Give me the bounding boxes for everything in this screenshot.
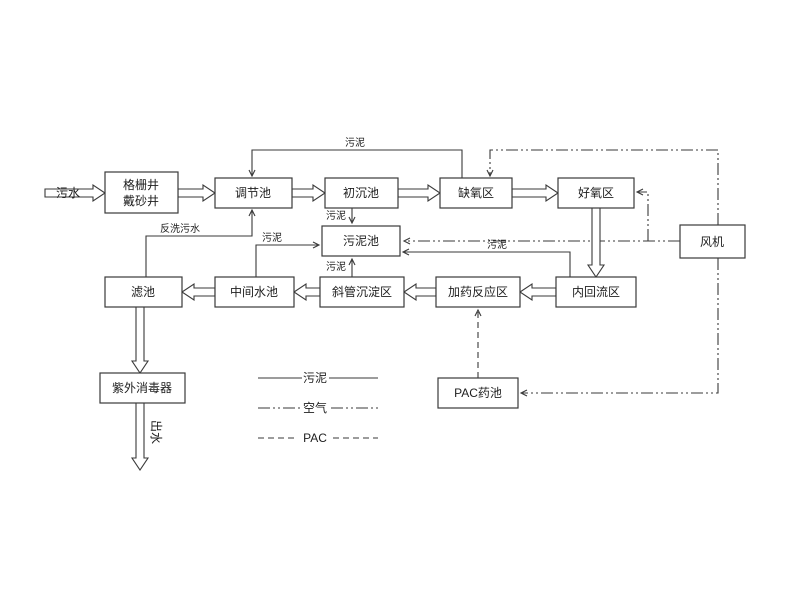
box-sludge-tank <box>321 225 401 257</box>
label-aerobic-zone: 好氧区 <box>578 186 614 200</box>
box-dosing-reaction-zone <box>435 276 521 308</box>
box-inclined-tube-zone <box>319 276 405 308</box>
flow-arrow-aerobic-to-internal-return <box>586 206 606 278</box>
line-air-fan-to-anoxic <box>486 149 719 225</box>
box-intermediate-tank <box>214 276 295 308</box>
label-sludge-return-line: 污泥 <box>487 238 507 251</box>
line-sludge-anoxic-to-regulating <box>248 149 463 178</box>
flow-arrow-internal-return-to-dosing <box>519 282 557 302</box>
label-sludge-inclined-line: 污泥 <box>326 260 346 273</box>
legend-air-label: 空气 <box>303 400 327 415</box>
label-regulating-tank: 调节池 <box>235 186 271 200</box>
flow-arrow-grit-to-regulating <box>177 183 216 203</box>
line-air-fan-to-pac-tank <box>519 258 719 397</box>
label-primary-sedimentation: 初沉池 <box>343 186 379 200</box>
label-grit-well-line1: 格栅井 <box>123 177 159 192</box>
box-primary-sedimentation <box>324 177 399 209</box>
box-grit-well <box>104 171 179 214</box>
label-pac-tank: PAC药池 <box>454 386 502 400</box>
label-grit-well-line2: 戴砂井 <box>123 193 159 208</box>
label-sludge-primary-line: 污泥 <box>326 209 346 222</box>
box-uv-disinfector <box>99 372 186 404</box>
label-uv-disinfector: 紫外消毒器 <box>112 381 172 395</box>
flow-arrow-inlet <box>44 183 106 203</box>
box-regulating-tank <box>214 177 293 209</box>
label-filter-tank: 滤池 <box>131 285 155 299</box>
label-backwash-line: 反洗污水 <box>160 223 200 235</box>
label-sludge-top-line: 污泥 <box>345 136 365 149</box>
flow-arrow-anoxic-to-aerobic <box>511 183 559 203</box>
line-air-fan-to-aerobic <box>635 188 649 241</box>
box-filter-tank <box>104 276 183 308</box>
label-intermediate-tank: 中间水池 <box>230 284 278 299</box>
label-inclined-tube-zone: 斜管沉淀区 <box>332 284 392 299</box>
flow-arrow-outlet <box>130 402 150 471</box>
flow-arrow-regulating-to-primary <box>291 183 326 203</box>
label-dosing-reaction-zone: 加药反应区 <box>448 284 508 299</box>
box-anoxic-zone <box>439 177 513 209</box>
flow-arrow-primary-to-anoxic <box>397 183 441 203</box>
label-anoxic-zone: 缺氧区 <box>458 185 494 200</box>
flow-arrow-intermediate-to-filter <box>181 282 216 302</box>
line-backwash-filter-to-regulating <box>145 208 256 277</box>
legend-pac-label: PAC <box>303 431 327 445</box>
box-aerobic-zone <box>557 177 635 209</box>
label-inlet: 污水 <box>56 186 80 200</box>
box-fan <box>679 224 746 259</box>
label-fan: 风机 <box>700 235 724 249</box>
flow-arrow-dosing-to-inclined <box>403 282 437 302</box>
box-internal-return-zone <box>555 276 637 308</box>
line-sludge-intermediate-to-sludge-tank <box>255 241 321 277</box>
label-sludge-intermediate-line: 污泥 <box>262 231 282 244</box>
flow-arrow-inclined-to-intermediate <box>293 282 321 302</box>
label-internal-return-zone: 内回流区 <box>572 285 620 299</box>
box-pac-tank <box>437 377 519 409</box>
label-sludge-tank: 污泥池 <box>343 234 379 248</box>
flow-arrow-filter-to-uv <box>130 306 150 374</box>
line-sludge-return-to-sludge-tank <box>401 248 571 277</box>
legend-sludge-label: 污泥 <box>303 371 327 385</box>
label-outlet: 出水 <box>149 420 163 444</box>
